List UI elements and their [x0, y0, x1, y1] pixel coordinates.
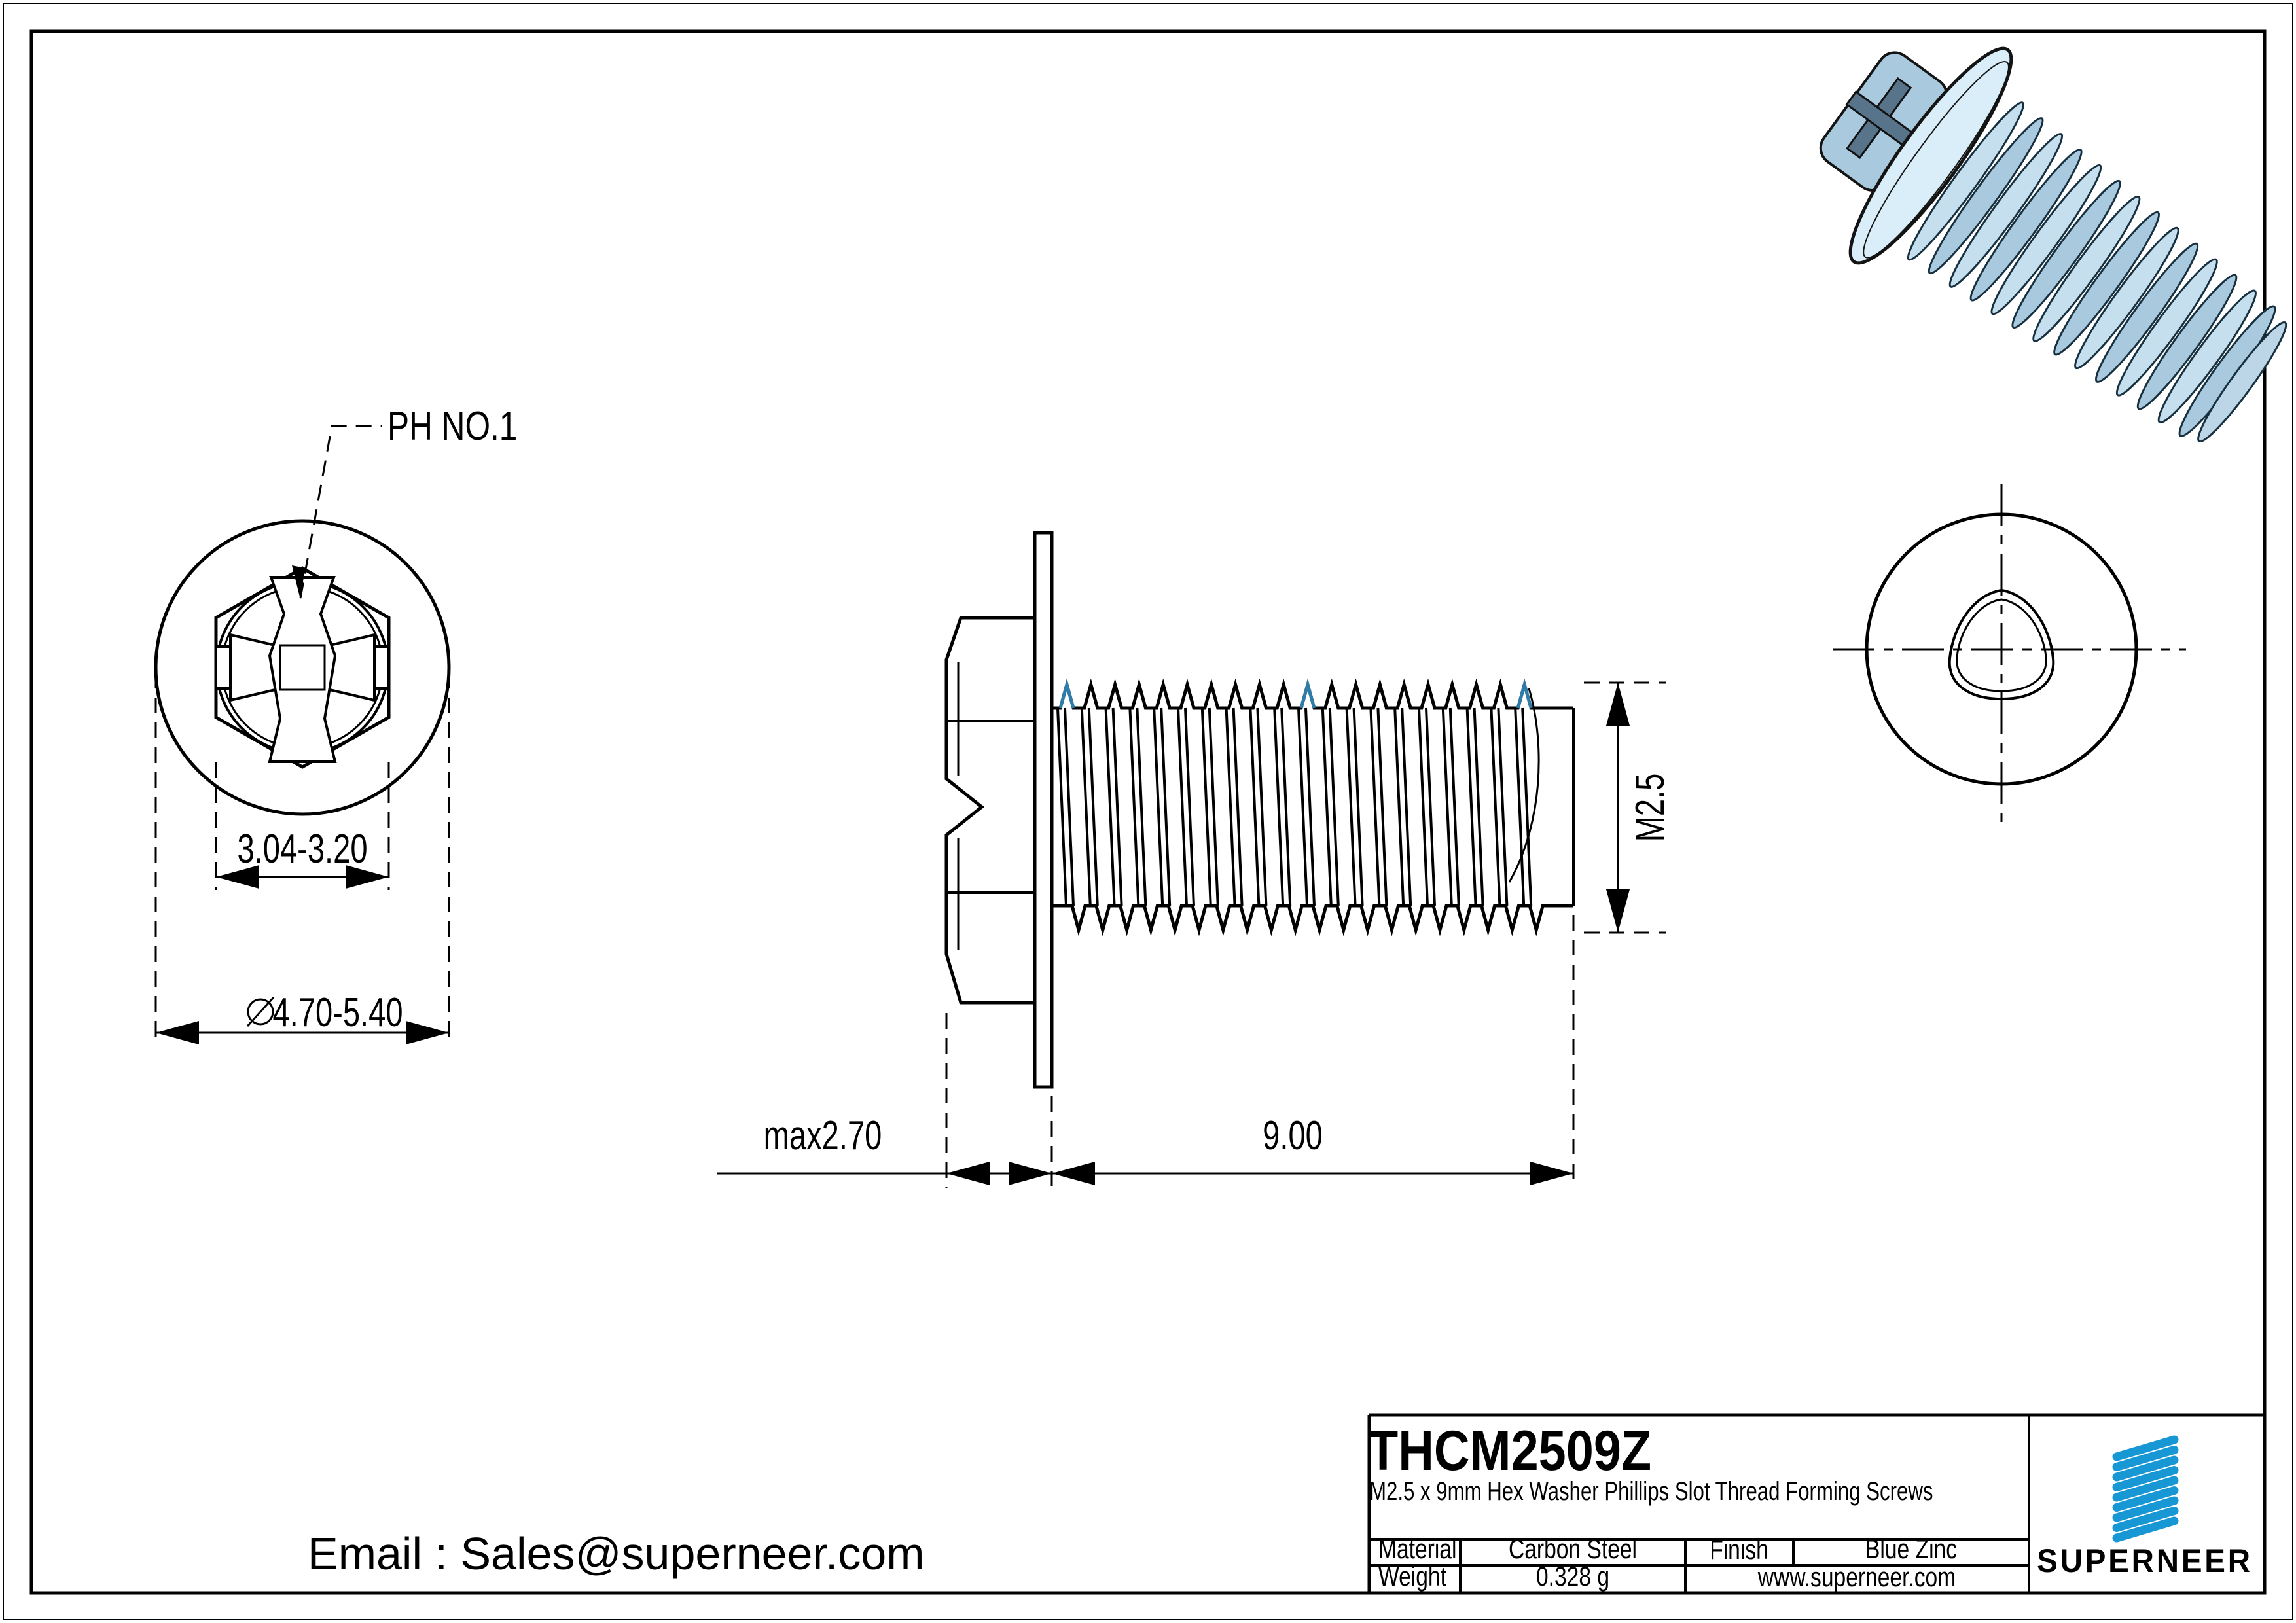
thread-band-3d [2011, 179, 2121, 329]
logo-stripe [2112, 1455, 2179, 1482]
thread-band-3d [1907, 101, 2024, 261]
thread-size-dim-text: M2.5 [1627, 774, 1673, 842]
front-view: PH NO.1 3.04-3.20 4.70-5.40 [154, 403, 517, 1046]
arrowhead [216, 865, 259, 889]
thread-band-3d [1928, 117, 2044, 275]
across-flats-dim-text: 3.04-3.20 [237, 826, 367, 872]
thread-flank-lines [1056, 707, 1533, 906]
screw-3d-render [1819, 46, 2287, 443]
arrowhead [1606, 889, 1630, 933]
phillips-center-square [279, 644, 326, 691]
thread-band-3d [2032, 195, 2141, 342]
flange-3d-edge [1863, 60, 2009, 259]
thread-band-3d [1990, 164, 2102, 315]
finish-label: Finish [1710, 1535, 1768, 1565]
logo-stripe [2112, 1435, 2179, 1461]
arrowhead [1606, 683, 1630, 726]
thread-band-3d [1948, 133, 2064, 288]
material-label: Material [1378, 1535, 1456, 1565]
logo-stripe [2112, 1466, 2179, 1491]
weight-label: Weight [1378, 1562, 1446, 1592]
logo-stripe [2112, 1486, 2179, 1512]
phillips-callout-label: PH NO.1 [387, 403, 517, 449]
hex-outline [214, 566, 391, 769]
title-block: THCM2509Z M2.5 x 9mm Hex Washer Phillips… [1367, 1413, 2265, 1593]
trilobular-inner [1956, 598, 2047, 692]
end-view [1833, 484, 2186, 827]
side-view: M2.5 max2.70 9.00 [717, 531, 1673, 1188]
thread-runout-curve [1508, 688, 1540, 883]
arrowhead [156, 1021, 199, 1044]
material-value: Carbon Steel [1509, 1535, 1637, 1565]
callout-arrowhead [292, 565, 305, 599]
arrowhead [1530, 1162, 1573, 1185]
tip-3d [2197, 321, 2287, 443]
thread-length-dim-text: 9.00 [1263, 1113, 1323, 1158]
logo-stripe [2112, 1496, 2179, 1522]
thread-bottom-profile [1052, 904, 1573, 936]
callout-leader [299, 425, 382, 599]
arrowhead [346, 865, 389, 889]
part-description: M2.5 x 9mm Hex Washer Phillips Slot Thre… [1369, 1476, 1933, 1506]
logo-stripe [2112, 1476, 2179, 1502]
superneer-logo-icon [2112, 1435, 2179, 1543]
flange-3d [1848, 46, 2013, 265]
website-link[interactable]: www.superneer.com [1757, 1563, 1956, 1593]
thread-band-3d [2157, 289, 2257, 424]
thread-top-profile [1052, 678, 1573, 710]
washer-flange-profile [1033, 531, 1054, 1089]
washer-flange-circle [154, 519, 451, 816]
hex-head-profile [944, 616, 1035, 1005]
email-text[interactable]: Email : Sales@superneer.com [308, 1528, 925, 1579]
head-length-dim-text: max2.70 [764, 1113, 882, 1158]
arrowhead [946, 1162, 990, 1185]
logo-stripe [2112, 1446, 2179, 1471]
brand-wordmark: SUPERNEER [2037, 1543, 2253, 1579]
thread-band-3d [2074, 226, 2179, 370]
inner-border [29, 29, 2267, 1595]
thread-band-3d [2053, 211, 2161, 356]
outer-border [3, 3, 2293, 1620]
arrowhead [1009, 1162, 1052, 1185]
thread-band-3d [1969, 148, 2083, 302]
thread-band-3d [2094, 242, 2199, 383]
trilobular-outer [1948, 588, 2055, 701]
part-number: THCM2509Z [1368, 1420, 1651, 1483]
thread-band-3d [2136, 274, 2238, 410]
logo-stripe [2112, 1507, 2179, 1532]
arrowhead [406, 1021, 449, 1044]
thread-band-3d [2115, 258, 2218, 397]
logo-stripe [2112, 1516, 2179, 1543]
flange-dia-dim-text: 4.70-5.40 [272, 990, 403, 1035]
sheet-frame [3, 3, 2293, 1620]
weight-value: 0.328 g [1536, 1562, 1609, 1592]
thread-blue-ticks [1058, 678, 1533, 709]
finish-value: Blue Zinc [1865, 1535, 1957, 1565]
diameter-symbol [246, 996, 275, 1027]
thread-bands-3d [1907, 101, 2276, 437]
arrowhead [1052, 1162, 1095, 1185]
